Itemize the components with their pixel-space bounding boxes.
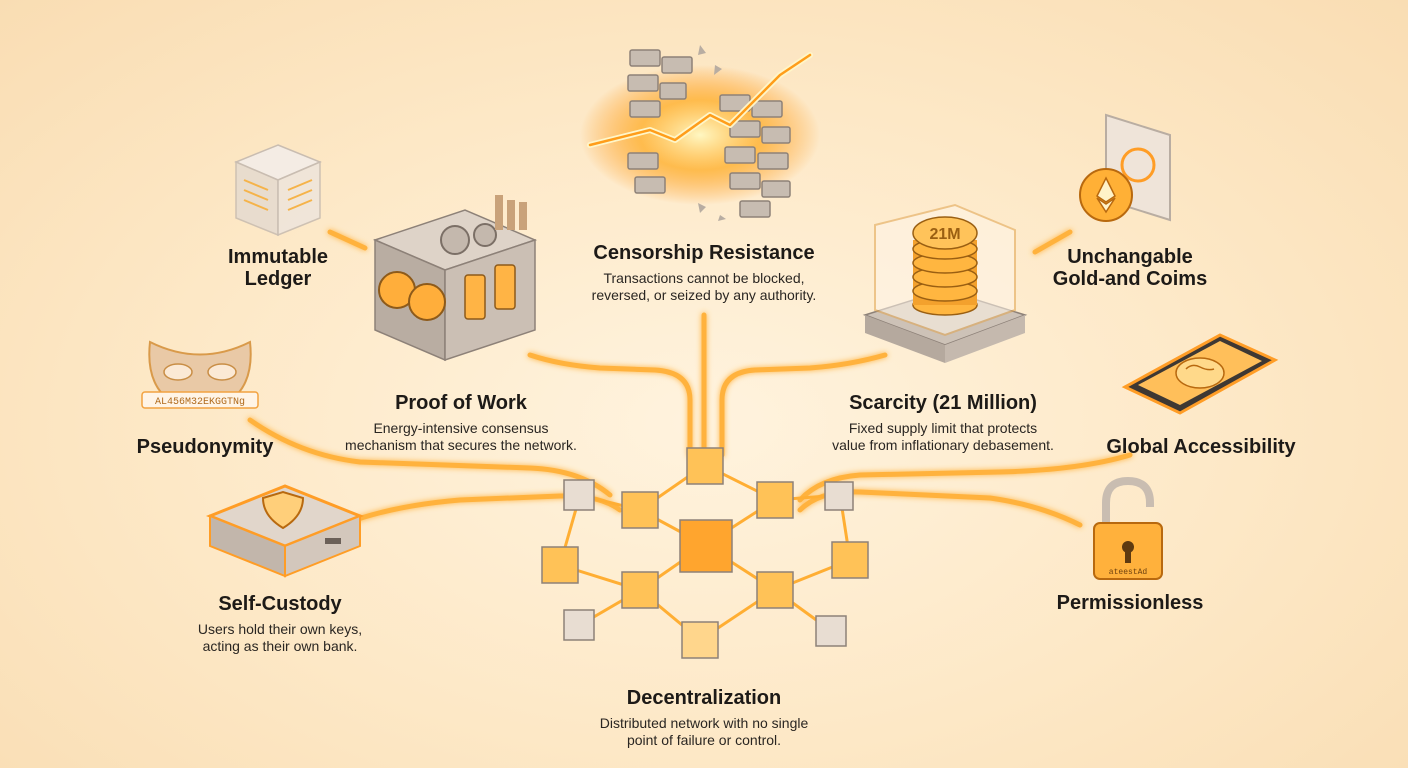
immutable-title: Immutable Ledger <box>227 246 329 290</box>
permissionless-title: Permissionless <box>1056 592 1204 614</box>
node-permissionless: Permissionless <box>1040 592 1220 614</box>
decentralization-title: Decentralization <box>626 687 782 709</box>
node-immutable-ledger: Immutable Ledger <box>198 246 358 290</box>
connector-unchangable <box>1032 229 1073 255</box>
self-custody-title: Self-Custody <box>218 593 342 615</box>
connector-permissionless <box>797 489 1083 528</box>
node-global-accessibility: Global Accessibility <box>1106 436 1296 458</box>
coin-label: 21M <box>929 226 960 243</box>
coin-screen-icon <box>1078 110 1178 230</box>
node-censorship-resistance: Censorship Resistance Transactions canno… <box>554 242 854 304</box>
coin-stack-vault-icon: 21M <box>855 185 1035 365</box>
global-title: Global Accessibility <box>1106 436 1296 458</box>
broken-brick-wall-lightning-icon <box>580 35 820 235</box>
pseudonymity-title: Pseudonymity <box>136 436 274 458</box>
censorship-title: Censorship Resistance <box>593 242 815 264</box>
connector-immutable <box>327 229 368 251</box>
decentralization-description: Distributed network with no single point… <box>599 715 809 748</box>
node-unchangable-coins: Unchangable Gold-and Coims <box>1040 246 1220 290</box>
glass-cube-icon <box>228 140 328 240</box>
node-decentralization: Decentralization Distributed network wit… <box>554 687 854 749</box>
mining-machine-icon <box>355 190 555 370</box>
address-label: AL456M32EKGGTNg <box>155 397 245 408</box>
connector-scarcity <box>719 352 888 458</box>
smartphone-globe-icon <box>1120 325 1280 415</box>
lock-label: ateestAd <box>1109 568 1148 577</box>
unchangable-title: Unchangable Gold-and Coims <box>1052 246 1208 290</box>
node-network-icon <box>520 440 890 670</box>
connector-pow <box>527 352 693 458</box>
open-padlock-icon: ateestAd <box>1088 475 1168 585</box>
self-custody-description: Users hold their own keys, acting as the… <box>197 621 363 654</box>
hardware-wallet-shield-icon <box>205 476 365 586</box>
scarcity-description: Fixed supply limit that protects value f… <box>832 420 1054 453</box>
node-proof-of-work: Proof of Work Energy-intensive consensus… <box>316 392 606 454</box>
node-scarcity: Scarcity (21 Million) Fixed supply limit… <box>800 392 1086 454</box>
mask-icon: AL456M32EKGGTNg <box>140 332 260 422</box>
pow-title: Proof of Work <box>395 392 527 414</box>
censorship-description: Transactions cannot be blocked, reversed… <box>591 270 817 303</box>
node-self-custody: Self-Custody Users hold their own keys, … <box>165 593 395 655</box>
pow-description: Energy-intensive consensus mechanism tha… <box>345 420 577 453</box>
scarcity-title: Scarcity (21 Million) <box>849 392 1037 414</box>
node-pseudonymity: Pseudonymity <box>110 436 300 458</box>
connector-global <box>797 452 1133 503</box>
